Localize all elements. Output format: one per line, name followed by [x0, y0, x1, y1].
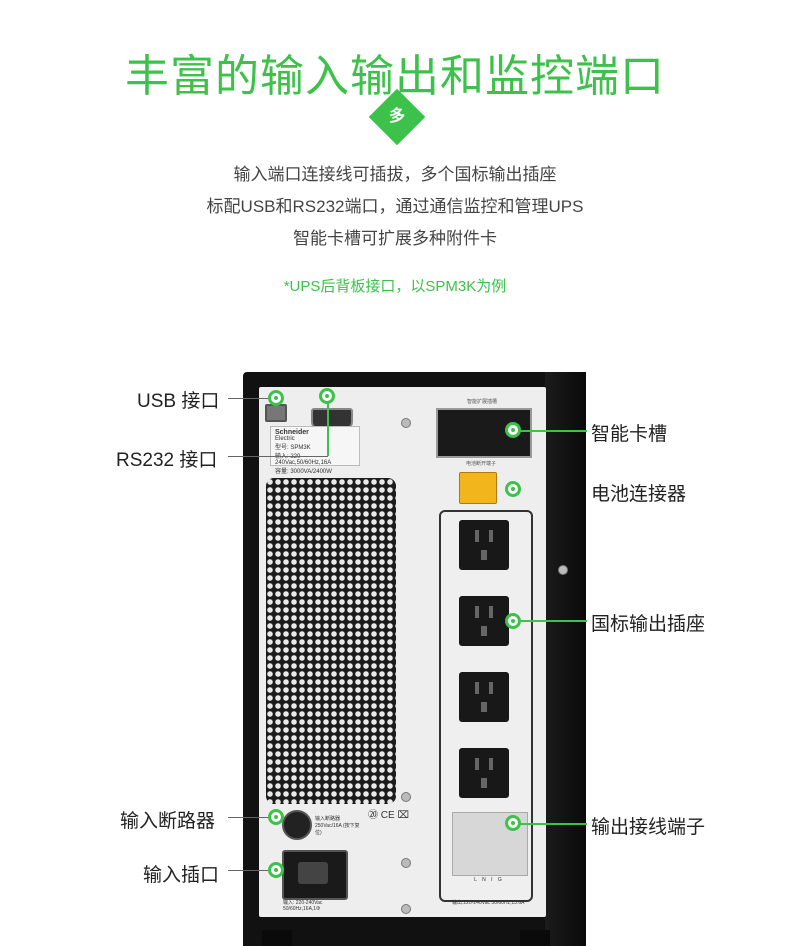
screw-icon: [558, 565, 568, 575]
device-label: Schneider Electric 型号: SPM3K 输入: 220-240…: [270, 426, 360, 475]
leader-line: [228, 817, 276, 818]
callout-dot-usb: [268, 390, 284, 406]
breaker-label: 输入断路器 250Vac/16A (按下复位): [315, 816, 360, 836]
leader-line: [519, 823, 587, 825]
footnote: *UPS后背板接口，以SPM3K为例: [283, 278, 507, 295]
callout-dot-breaker: [268, 809, 284, 825]
battery-connector: [459, 472, 497, 504]
ups-foot: [520, 930, 550, 946]
outlet-socket: [459, 596, 509, 646]
ups-foot: [262, 930, 292, 946]
callout-rs232: RS232 接口: [116, 450, 218, 471]
screw-icon: [401, 792, 411, 802]
card-slot-label: 智能扩展插槽: [466, 399, 497, 405]
outlet-socket: [459, 520, 509, 570]
output-rating-label: 输出:220-240Vac 50/60Hz,13.6A: [452, 900, 525, 906]
label-input: 输入: 220-240Vac,50/60Hz,16A: [275, 454, 332, 466]
callout-battery: 电池连接器: [591, 484, 687, 505]
label-model: 型号: SPM3K: [275, 445, 311, 451]
description-line-2: 标配USB和RS232端口，通过通信监控和管理UPS: [206, 197, 584, 216]
callout-usb: USB 接口: [137, 391, 220, 412]
callout-dot-card-slot: [505, 422, 521, 438]
inlet-rating-label: 输入: 220-240Vac 50/60Hz,16A,1Φ: [283, 900, 323, 912]
screw-icon: [401, 904, 411, 914]
callout-dot-inlet: [268, 862, 284, 878]
terminal-label: L N I G: [474, 877, 504, 883]
badge-text: 多: [388, 108, 405, 125]
outlet-socket: [459, 672, 509, 722]
callout-dot-terminal: [505, 815, 521, 831]
leader-line: [519, 430, 587, 432]
battery-label: 电池断开端子: [465, 461, 496, 467]
callout-breaker: 输入断路器: [120, 811, 216, 832]
label-capacity: 容量: 3000VA/2400W: [275, 469, 332, 475]
description-line-1: 输入端口连接线可插拔，多个国标输出插座: [233, 165, 557, 184]
leader-line: [327, 402, 329, 456]
callout-inlet: 输入插口: [143, 865, 220, 886]
callout-card-slot: 智能卡槽: [591, 424, 668, 445]
ups-side-shading: [545, 372, 586, 946]
brand-sub: Electric: [275, 436, 295, 442]
leader-line: [228, 870, 276, 871]
brand-name: Schneider: [275, 429, 309, 436]
callout-dot-rs232: [319, 388, 335, 404]
screw-icon: [401, 858, 411, 868]
callout-terminal: 输出接线端子: [591, 817, 706, 838]
leader-line: [519, 620, 587, 622]
callout-outlets: 国标输出插座: [591, 614, 706, 635]
screw-icon: [401, 418, 411, 428]
leader-line: [228, 456, 328, 457]
outlet-socket: [459, 748, 509, 798]
usb-port: [265, 404, 287, 422]
description-line-3: 智能卡槽可扩展多种附件卡: [293, 229, 497, 248]
leader-line: [228, 398, 276, 399]
input-breaker: [282, 810, 312, 840]
callout-dot-outlets: [505, 613, 521, 629]
inlet-socket: [298, 862, 328, 884]
vent-grille: [266, 478, 396, 804]
certification-marks: ⑳ CE ⌧: [368, 810, 409, 821]
callout-dot-battery: [505, 481, 521, 497]
